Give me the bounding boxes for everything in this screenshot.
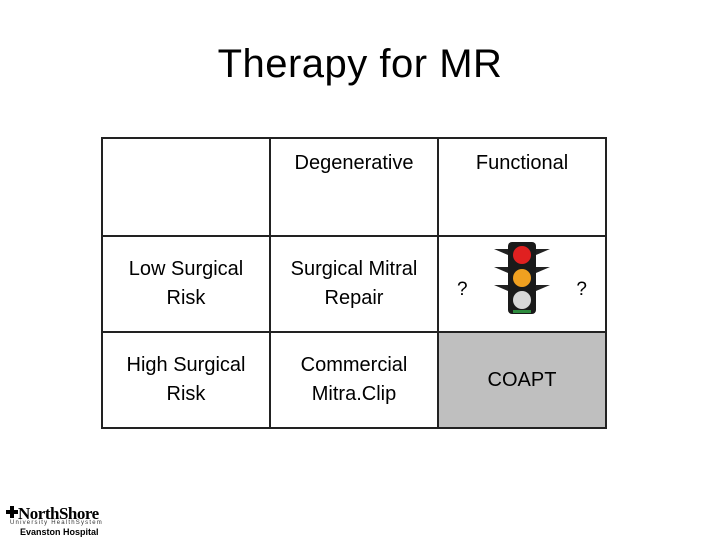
row-label-low-risk: Low Surgical Risk (101, 235, 271, 333)
table-row: High Surgical Risk Commercial Mitra.Clip… (101, 331, 607, 429)
logo-brand: NorthShore (18, 504, 99, 523)
cell-surgical-mitral-repair: Surgical Mitral Repair (269, 235, 439, 333)
header-functional: Functional (437, 137, 607, 237)
cell-functional-low-risk: ? ? (437, 235, 607, 333)
question-mark-right: ? (576, 279, 587, 300)
logo-hospital: Evanston Hospital (20, 527, 99, 537)
slide-title: Therapy for MR (217, 42, 503, 86)
cell-coapt: COAPT (437, 331, 607, 429)
therapy-table: Degenerative Functional Low Surgical Ris… (101, 137, 607, 429)
table-header-row: Degenerative Functional (101, 137, 607, 237)
cell-commercial-mitraclip: Commercial Mitra.Clip (269, 331, 439, 429)
header-degenerative: Degenerative (269, 137, 439, 237)
table-row: Low Surgical Risk Surgical Mitral Repair… (101, 235, 607, 333)
question-mark-left: ? (457, 279, 468, 300)
cross-icon (6, 506, 18, 518)
northshore-logo: NorthShore University HealthSystem Evans… (4, 504, 124, 538)
logo-subtitle: University HealthSystem (10, 520, 103, 526)
row-label-high-risk: High Surgical Risk (101, 331, 271, 429)
traffic-light-icon (494, 242, 550, 314)
header-empty-cell (101, 137, 271, 237)
